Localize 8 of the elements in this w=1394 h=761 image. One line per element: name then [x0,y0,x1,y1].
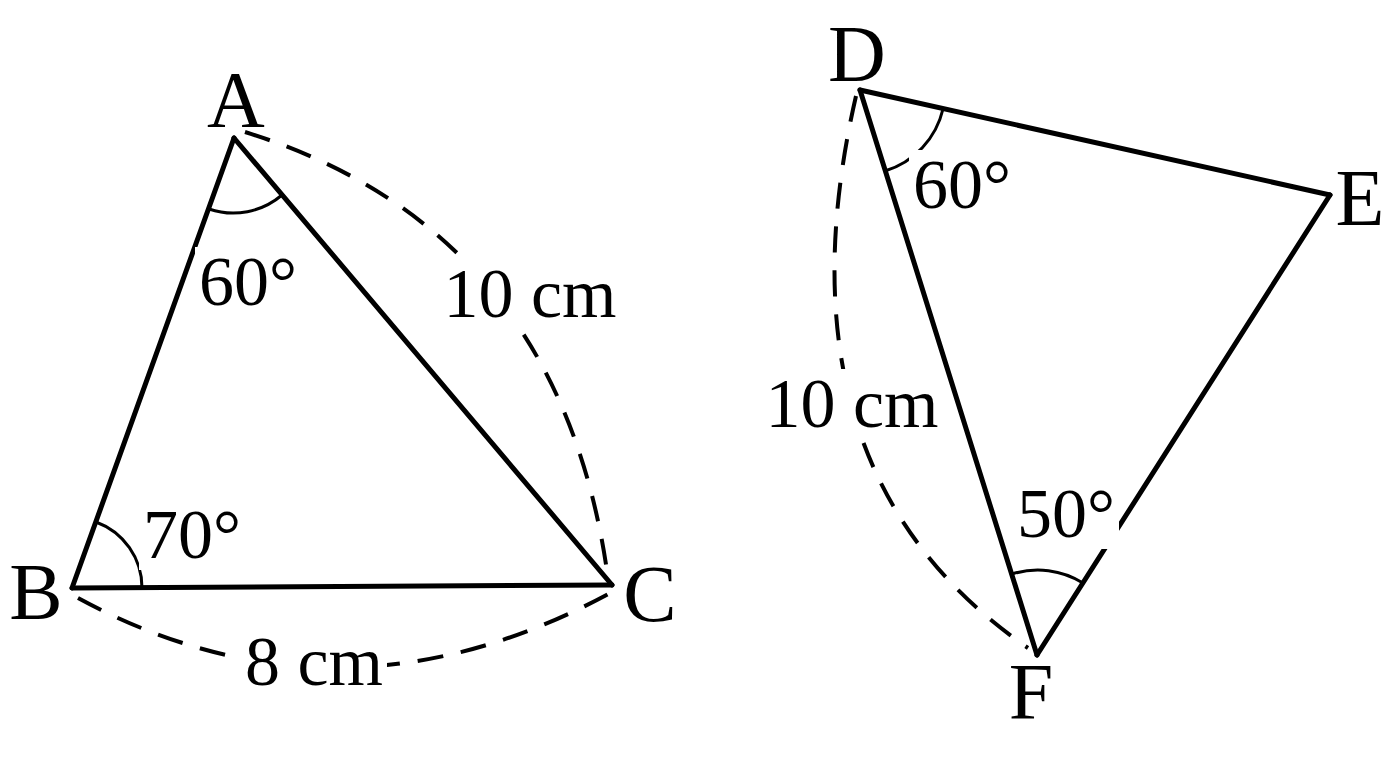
vertex-label: B [9,552,63,632]
vertex-label: F [1008,652,1054,732]
vertex-label: D [828,14,886,94]
vertex-label: E [1335,158,1385,238]
triangle-side [1034,192,1333,658]
vertex-label: A [207,60,265,140]
vertex-label: C [623,554,677,634]
triangle-side [857,87,1040,658]
